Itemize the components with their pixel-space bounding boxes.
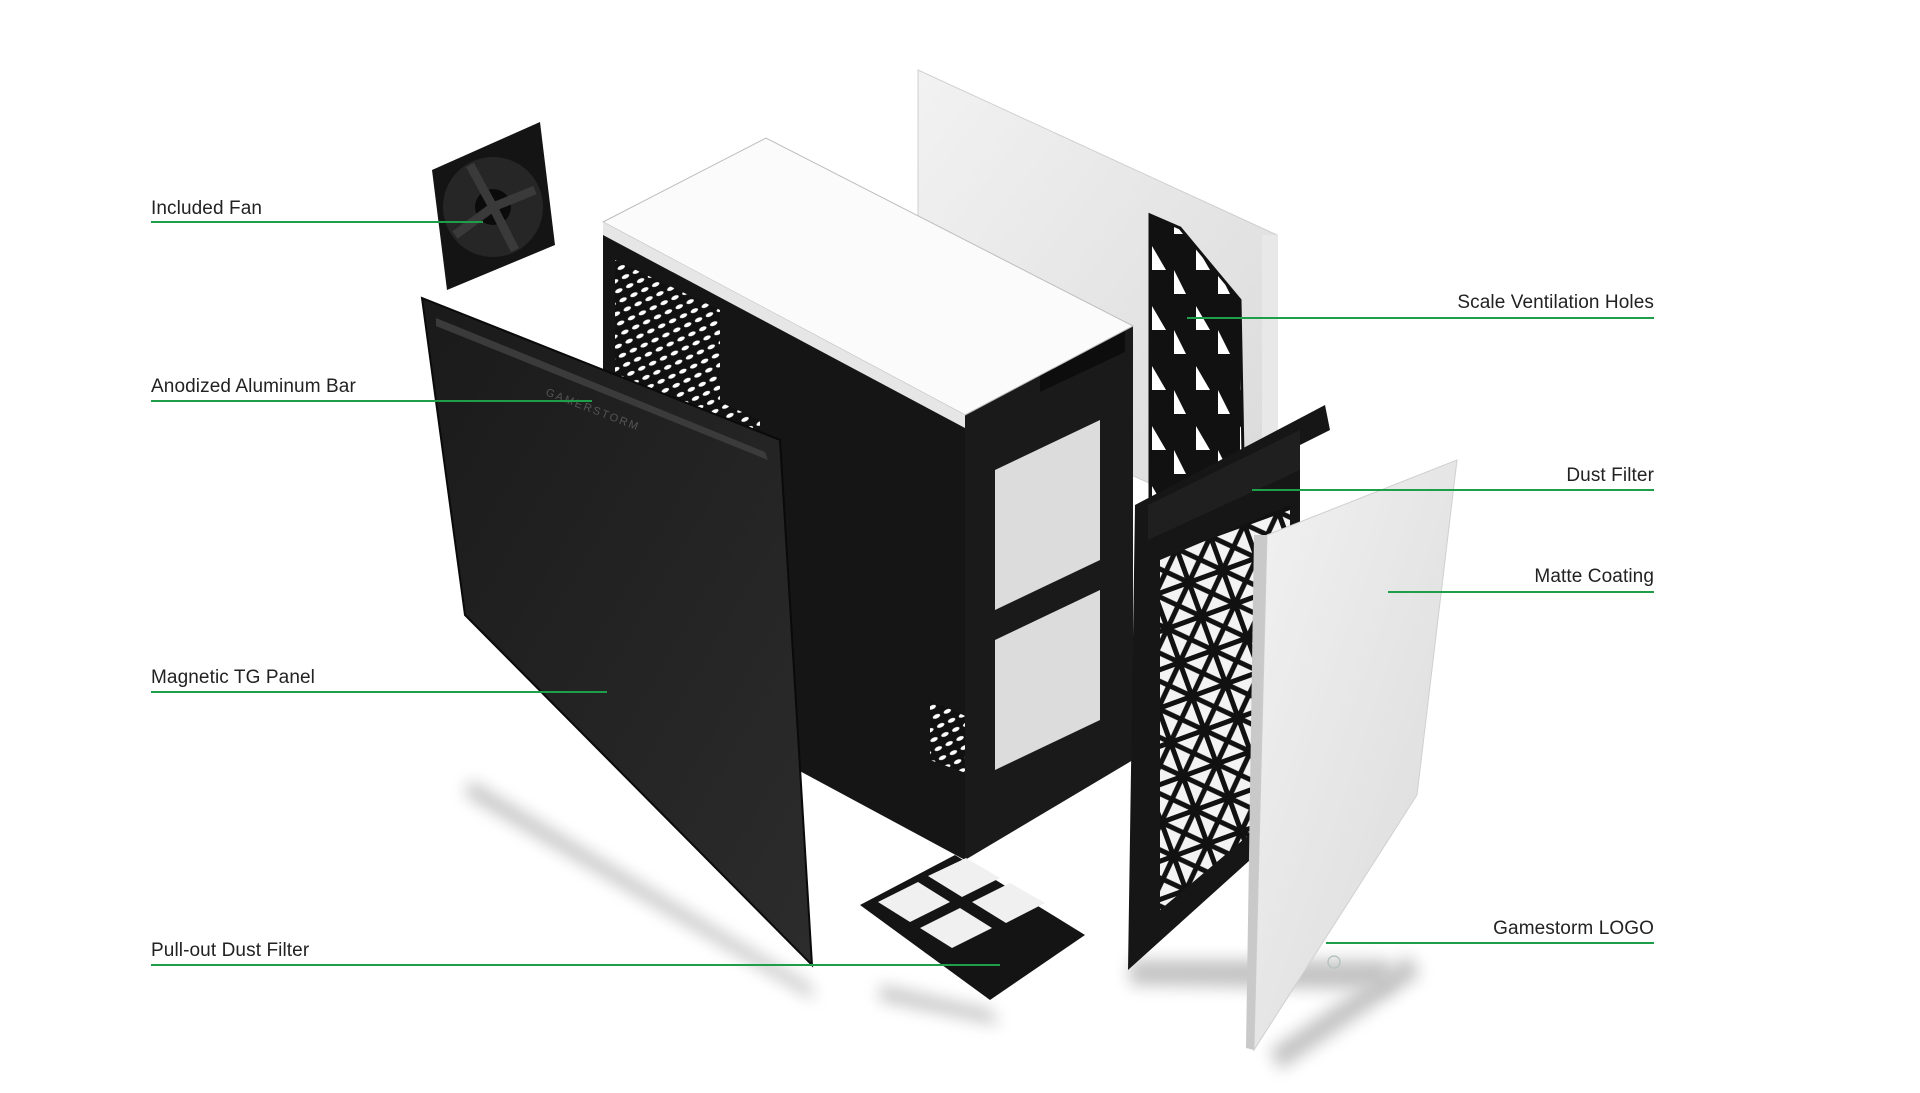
pull-out-dust-filter [860, 855, 1085, 1000]
gamestorm-logo-icon [1327, 955, 1341, 969]
callout-label: Included Fan [151, 198, 263, 219]
callout-leader-line [1388, 591, 1654, 593]
callout-leader-line [151, 964, 1000, 966]
front-white-panel [1246, 459, 1458, 1052]
callout-label: Scale Ventilation Holes [1457, 292, 1654, 313]
top-white-panel [601, 137, 1135, 428]
callout-label: Magnetic TG Panel [151, 667, 315, 688]
callout-leader-line [1252, 489, 1654, 491]
callout-label: Pull-out Dust Filter [151, 940, 310, 961]
callout-label: Gamestorm LOGO [1493, 918, 1654, 939]
callout-leader-line [151, 691, 607, 693]
callout-leader-line [1326, 942, 1654, 944]
callout-leader-line [151, 400, 592, 402]
callout-label: Dust Filter [1566, 465, 1654, 486]
callout-leader-line [1187, 317, 1654, 319]
magnetic-tg-panel: GAMERSTORM [420, 296, 814, 968]
callout-label: Anodized Aluminum Bar [151, 376, 356, 397]
callout-leader-line [151, 221, 483, 223]
included-fan [432, 122, 555, 290]
callout-label: Matte Coating [1534, 566, 1654, 587]
